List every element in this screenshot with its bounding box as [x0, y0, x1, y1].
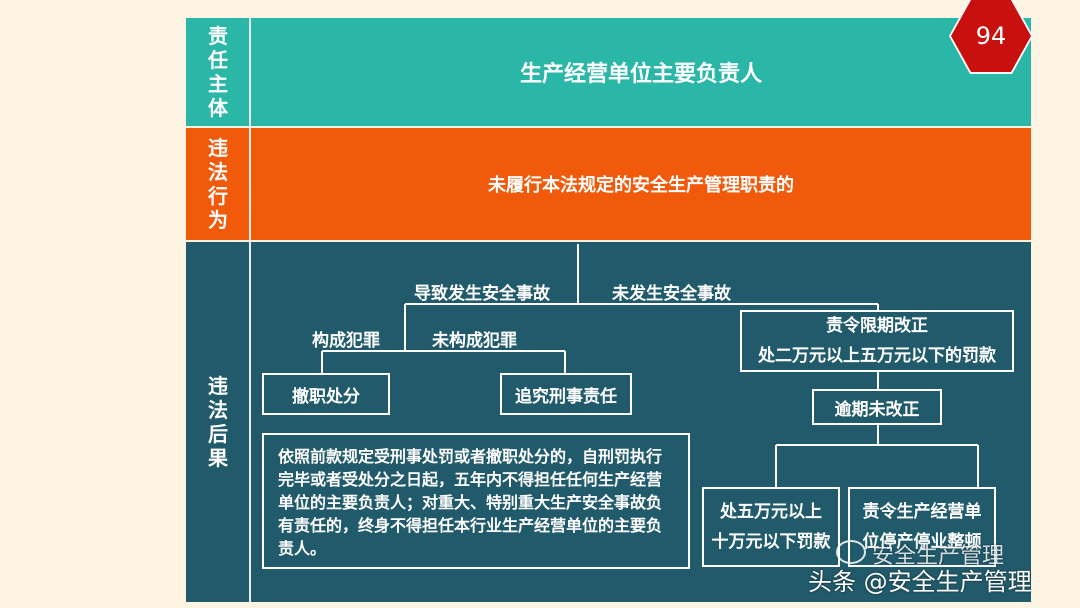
behavior-content: 未履行本法规定的安全生产管理职责的: [251, 128, 1031, 240]
behavior-label-text: 违法行为: [208, 136, 228, 232]
consequence-label-text: 违法后果: [208, 374, 228, 470]
ban-text-box: 依照前款规定受刑事处罚或者撤职处分的，自刑罚执行完毕或者受处分之日起，五年内不得…: [262, 433, 690, 569]
subject-content: 生产经营单位主要负责人: [251, 18, 1031, 126]
behavior-content-text: 未履行本法规定的安全生产管理职责的: [488, 175, 794, 196]
dismissal-box: 撤职处分: [262, 373, 390, 415]
fine-line2: 十万元以下罚款: [711, 532, 831, 552]
subject-row-bg: [186, 18, 1031, 126]
suspend-box: 责令生产经营单 位停产停业整顿: [848, 487, 996, 567]
dismissal-text: 撤职处分: [292, 386, 360, 407]
branch-no-accident-label: 未发生安全事故: [612, 284, 731, 304]
column-divider: [249, 18, 251, 602]
fine-line1: 处五万元以上: [720, 502, 822, 522]
subject-content-text: 生产经营单位主要负责人: [519, 62, 762, 87]
crime-label: 构成犯罪: [312, 331, 380, 351]
subject-label-text: 责任主体: [208, 24, 228, 120]
rectify-line1: 责令限期改正: [826, 316, 928, 336]
overdue-text: 逾期未改正: [834, 399, 920, 420]
criminal-liability-text: 追究刑事责任: [515, 386, 617, 407]
criminal-liability-box: 追究刑事责任: [500, 373, 632, 415]
fine-box: 处五万元以上 十万元以下罚款: [702, 487, 840, 567]
rectify-box: 责令限期改正 处二万元以上五万元以下的罚款: [740, 310, 1014, 372]
suspend-line1: 责令生产经营单: [862, 502, 982, 522]
rectify-line2: 处二万元以上五万元以下的罚款: [758, 346, 996, 366]
watermark-line2: 头条 @安全生产管理: [808, 568, 1032, 596]
subject-label: 责任主体: [186, 18, 250, 126]
no-crime-label: 未构成犯罪: [432, 331, 517, 351]
ban-text: 依照前款规定受刑事处罚或者撤职处分的，自刑罚执行完毕或者受处分之日起，五年内不得…: [278, 447, 663, 558]
branch-accident-label: 导致发生安全事故: [414, 284, 550, 304]
behavior-row-bg: [186, 128, 1031, 240]
page-number: 94: [975, 22, 1007, 50]
consequence-label: 违法后果: [186, 242, 250, 602]
behavior-label: 违法行为: [186, 128, 250, 240]
consequence-row-bg: [186, 242, 1031, 602]
watermark-line1: 安全生产管理: [872, 544, 1005, 569]
overdue-box: 逾期未改正: [812, 389, 942, 425]
wechat-icon: [836, 540, 866, 564]
suspend-line2: 位停产停业整顿: [862, 532, 982, 552]
